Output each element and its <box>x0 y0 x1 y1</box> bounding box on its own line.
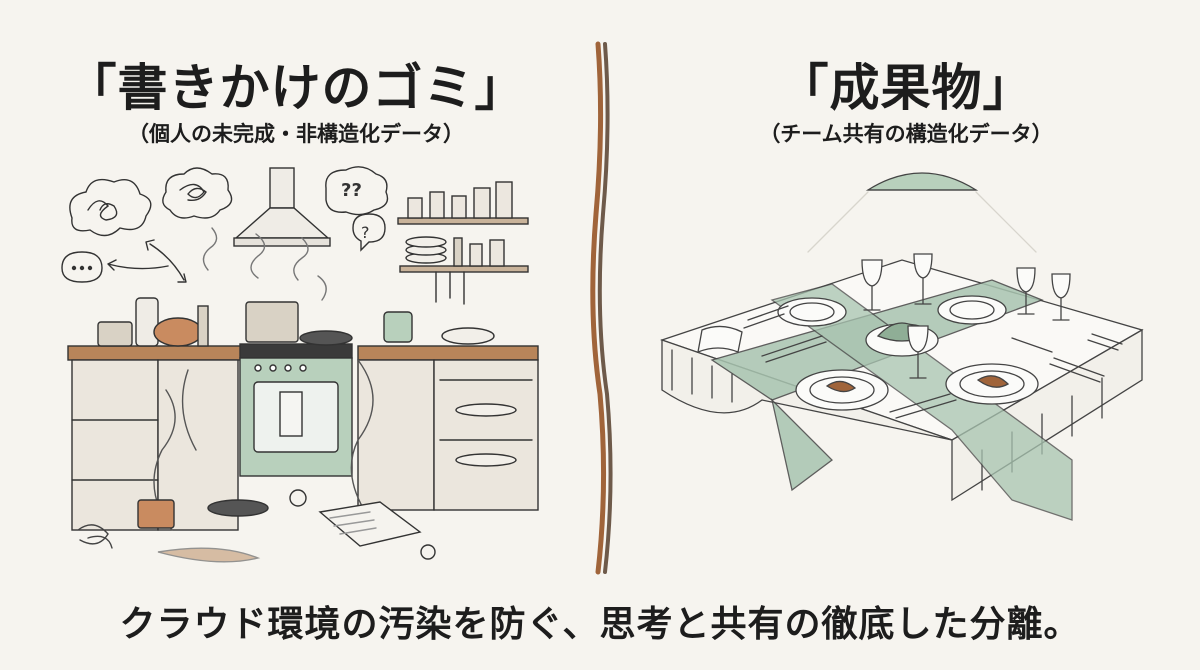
dish-towel <box>279 391 303 437</box>
svg-text:?: ? <box>361 223 370 242</box>
floor-mess <box>77 489 436 563</box>
svg-text:??: ?? <box>341 180 362 201</box>
range-hood <box>233 167 331 247</box>
thought-cloud-question: ?? <box>325 166 389 216</box>
panel-divider <box>590 41 613 575</box>
pendant-lamp <box>807 172 1037 253</box>
copper-pot <box>153 317 203 347</box>
stove <box>239 301 353 477</box>
thought-cloud-scribble <box>69 178 152 237</box>
bottom-caption: クラウド環境の汚染を防ぐ、思考と共有の徹底した分離。 <box>119 604 1081 645</box>
messy-kitchen-illustration: ?? ? <box>61 166 539 563</box>
speech-bubble-ellipsis <box>61 251 103 283</box>
messy-title: 「書きかけのゴミ」 <box>66 59 526 117</box>
frying-pan <box>299 330 353 346</box>
messy-panel: 「書きかけのゴミ」 （個人の未完成・非構造化データ） ?? ? <box>0 0 592 595</box>
steam-wisps <box>202 227 327 301</box>
curved-arrow <box>107 259 169 271</box>
upper-shelf <box>397 181 529 225</box>
rolled-napkin <box>697 325 743 354</box>
deliverable-panel: 「成果物」 （チーム共有の構造化データ） <box>612 0 1200 595</box>
thought-cloud-tangle <box>162 167 233 219</box>
toaster <box>383 311 413 343</box>
messy-subtitle: （個人の未完成・非構造化データ） <box>128 122 464 146</box>
right-counter <box>350 311 539 531</box>
cutlery <box>743 305 1123 419</box>
deliverable-title: 「成果物」 <box>778 59 1034 117</box>
wine-glasses <box>861 253 1071 379</box>
tangled-arrow <box>145 239 187 283</box>
stock-pot <box>245 301 299 343</box>
bottle <box>197 305 209 347</box>
deliverable-subtitle: （チーム共有の構造化データ） <box>759 122 1053 146</box>
dining-table-illustration <box>659 172 1144 521</box>
jar <box>135 297 159 347</box>
saucepan <box>97 321 133 347</box>
runner-drape-left <box>770 397 833 492</box>
dish-stack <box>441 327 495 345</box>
speech-bubble-question: ? <box>352 213 386 252</box>
lower-shelf <box>399 236 529 305</box>
